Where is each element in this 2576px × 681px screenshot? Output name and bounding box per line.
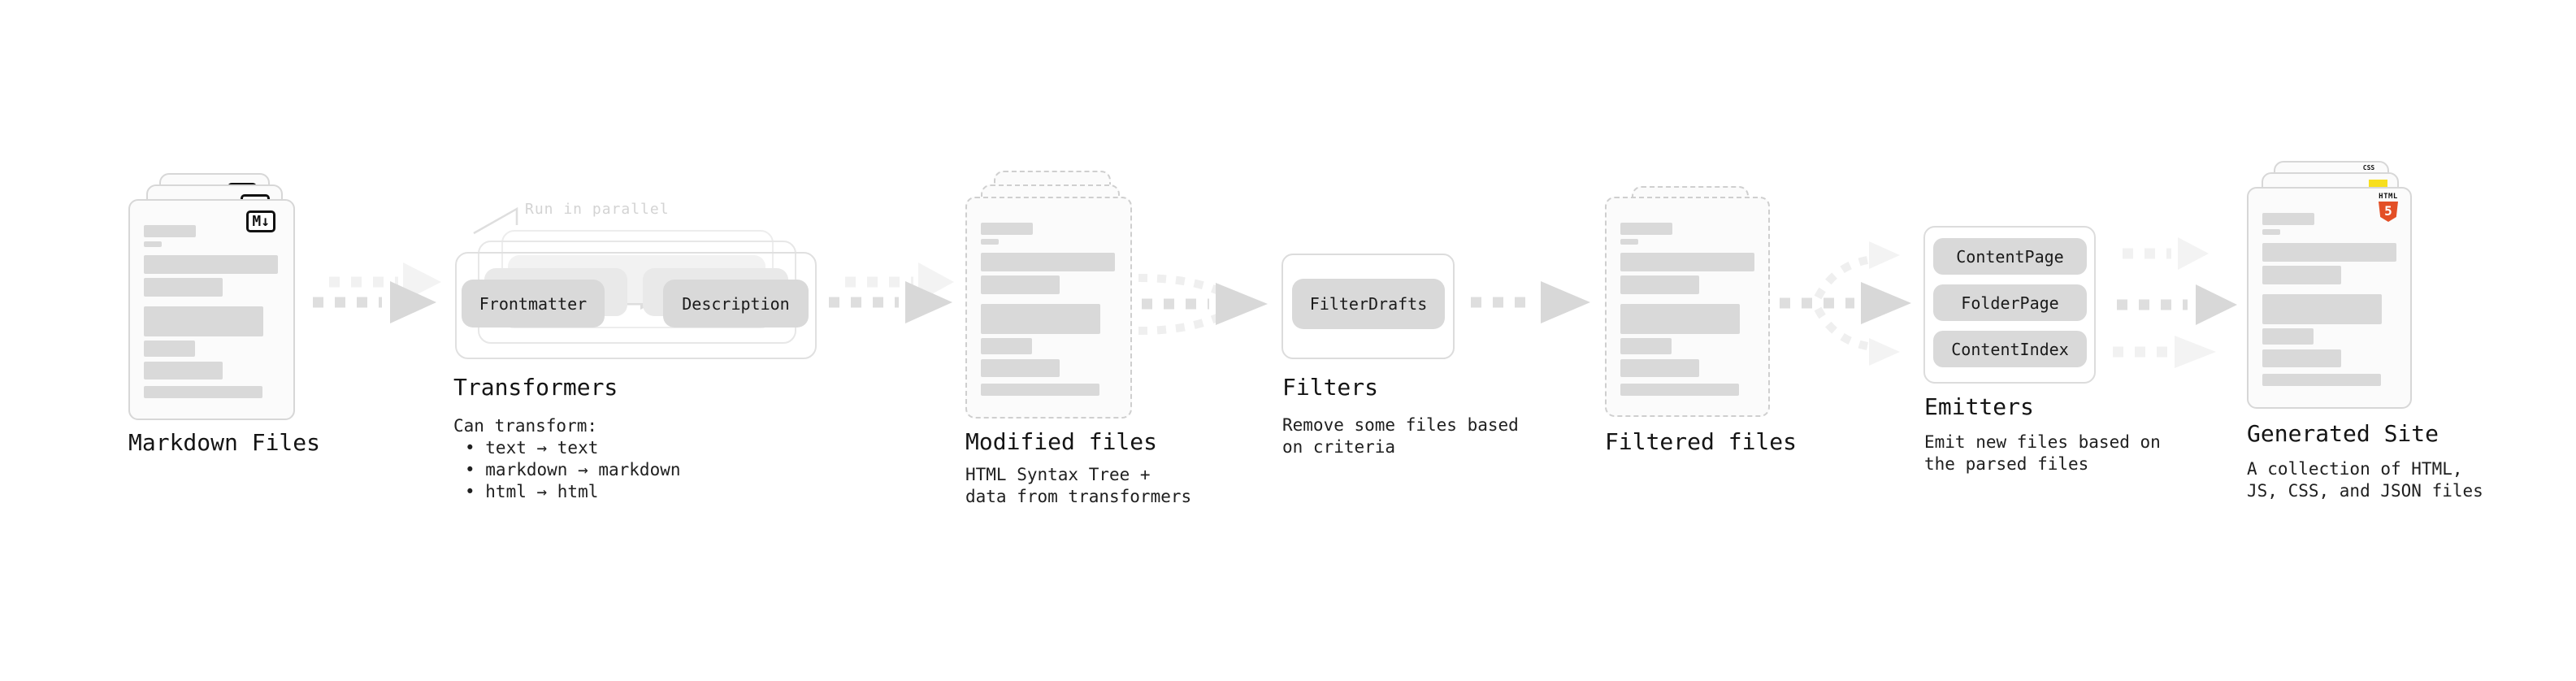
placeholder-bar bbox=[981, 239, 999, 245]
placeholder-bar bbox=[1620, 384, 1739, 396]
transformers-description: Can transform: • text → text • markdown … bbox=[453, 415, 681, 503]
placeholder-bar bbox=[981, 384, 1099, 396]
placeholder-bar bbox=[2262, 294, 2382, 324]
filters-desc-line: Remove some files based bbox=[1282, 415, 1519, 435]
modified-files-desc-line: HTML Syntax Tree + bbox=[965, 465, 1151, 484]
placeholder-bar bbox=[144, 386, 262, 398]
placeholder-bar bbox=[1620, 239, 1638, 245]
arrow-modified-to-filters bbox=[1138, 274, 1268, 335]
placeholder-bar bbox=[1620, 304, 1740, 334]
generated-html-card-front: HTML 5 bbox=[2247, 187, 2412, 409]
html5-icon-shield: 5 bbox=[2379, 202, 2398, 222]
arrows-emitters-to-generated bbox=[2113, 237, 2237, 368]
placeholder-bar bbox=[2262, 328, 2314, 345]
generated-site-desc-line: JS, CSS, and JSON files bbox=[2247, 481, 2483, 501]
transformers-bullet: • markdown → markdown bbox=[465, 460, 681, 479]
markdown-files-label: Markdown Files bbox=[128, 429, 321, 456]
emitters-desc-line: the parsed files bbox=[1924, 454, 2089, 474]
placeholder-bar bbox=[1620, 223, 1672, 235]
generated-site-label: Generated Site bbox=[2247, 420, 2439, 447]
placeholder-bar bbox=[981, 338, 1032, 354]
markdown-icon: M↓ bbox=[246, 210, 275, 232]
placeholder-bar bbox=[2262, 266, 2341, 284]
placeholder-bar bbox=[1620, 275, 1699, 294]
placeholder-bar bbox=[144, 306, 263, 336]
description-pill: Description bbox=[663, 280, 809, 327]
placeholder-bar bbox=[1620, 338, 1672, 354]
arrow-transformers-to-modified bbox=[829, 262, 954, 323]
folderpage-pill: FolderPage bbox=[1933, 284, 2087, 321]
markdown-file-card-front: M↓ bbox=[128, 199, 295, 420]
placeholder-bar bbox=[981, 275, 1060, 294]
placeholder-bar bbox=[981, 359, 1060, 377]
contentpage-pill: ContentPage bbox=[1933, 238, 2087, 275]
transformers-desc-title: Can transform: bbox=[453, 416, 598, 436]
css-icon-label: CSS bbox=[2362, 164, 2375, 171]
html5-icon: HTML 5 bbox=[2378, 193, 2399, 222]
emitters-label: Emitters bbox=[1924, 393, 2034, 420]
contentindex-pill: ContentIndex bbox=[1933, 331, 2087, 367]
run-in-parallel-callout: Run in parallel bbox=[525, 201, 670, 218]
placeholder-bar bbox=[1620, 253, 1754, 271]
transformer-layer-front bbox=[455, 252, 817, 359]
arrow-filtered-to-emitters-fanout bbox=[1780, 241, 1911, 366]
filters-label: Filters bbox=[1282, 374, 1379, 401]
placeholder-bar bbox=[2262, 374, 2381, 386]
transformers-bullet: • text → text bbox=[465, 438, 599, 458]
filters-desc-line: on criteria bbox=[1282, 437, 1396, 457]
generated-site-description: A collection of HTML, JS, CSS, and JSON … bbox=[2247, 458, 2483, 502]
placeholder-bar bbox=[981, 223, 1033, 235]
placeholder-bar bbox=[2262, 349, 2341, 367]
js-icon bbox=[2369, 180, 2387, 188]
modified-files-description: HTML Syntax Tree + data from transformer… bbox=[965, 464, 1191, 508]
placeholder-bar bbox=[144, 225, 196, 237]
arrow-markdown-to-transformers bbox=[313, 262, 441, 323]
placeholder-bar bbox=[2262, 213, 2314, 225]
arrow-filters-to-filtered bbox=[1471, 281, 1590, 323]
placeholder-bar bbox=[144, 362, 223, 380]
placeholder-bar bbox=[2262, 243, 2396, 262]
placeholder-bar bbox=[144, 278, 223, 297]
placeholder-bar bbox=[981, 304, 1100, 334]
frontmatter-pill: Frontmatter bbox=[462, 280, 605, 327]
filtered-file-card-front bbox=[1605, 197, 1770, 417]
filtered-files-label: Filtered files bbox=[1605, 428, 1798, 455]
generated-site-desc-line: A collection of HTML, bbox=[2247, 459, 2463, 479]
transformers-bullet: • html → html bbox=[465, 482, 599, 501]
placeholder-bar bbox=[1620, 359, 1699, 377]
transformers-label: Transformers bbox=[453, 374, 618, 401]
filterdrafts-pill: FilterDrafts bbox=[1292, 279, 1445, 329]
emitters-desc-line: Emit new files based on bbox=[1924, 432, 2161, 452]
emitters-description: Emit new files based on the parsed files bbox=[1924, 432, 2161, 475]
html5-icon-label: HTML bbox=[2379, 193, 2398, 201]
modified-files-desc-line: data from transformers bbox=[965, 487, 1192, 506]
placeholder-bar bbox=[981, 253, 1115, 271]
placeholder-bar bbox=[144, 255, 278, 274]
run-in-parallel-leader-line bbox=[473, 206, 518, 235]
filters-description: Remove some files based on criteria bbox=[1282, 414, 1519, 458]
modified-file-card-front bbox=[965, 197, 1132, 419]
placeholder-bar bbox=[144, 241, 162, 247]
modified-files-label: Modified files bbox=[965, 428, 1158, 455]
placeholder-bar bbox=[2262, 229, 2280, 235]
placeholder-bar bbox=[144, 340, 195, 357]
